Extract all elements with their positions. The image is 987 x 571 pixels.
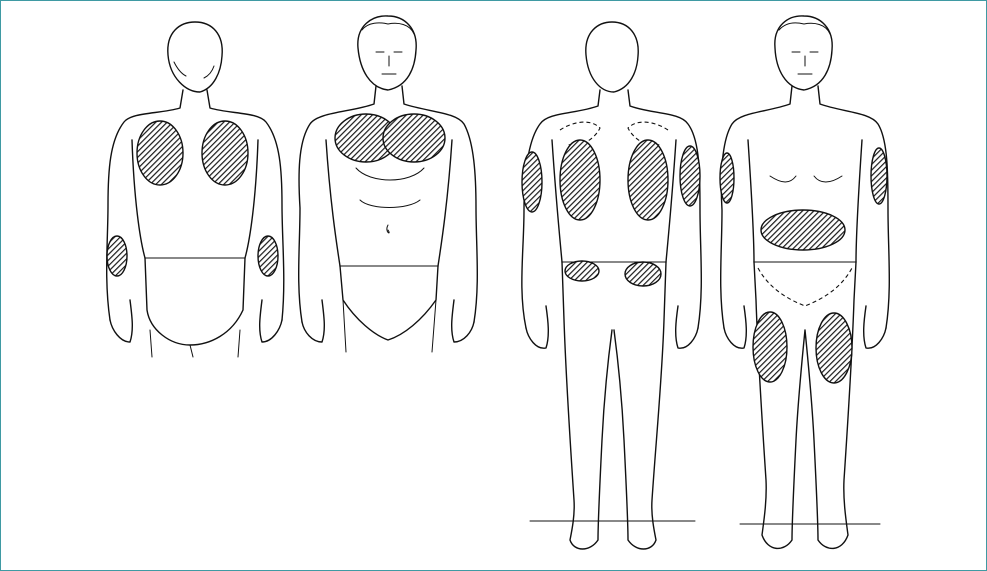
- zone-left-upper-back: [560, 140, 600, 220]
- zone-left-lower-back: [565, 261, 599, 281]
- figure-back-upper: [107, 22, 284, 357]
- zone-left-forearm: [107, 236, 127, 276]
- zone-left-thigh: [753, 312, 787, 382]
- zone-left-upper-arm-front: [720, 153, 734, 203]
- zone-right-thigh: [816, 313, 852, 383]
- zone-right-shoulder-blade: [202, 121, 248, 185]
- zone-left-shoulder-blade: [137, 121, 183, 185]
- zone-chest-right: [383, 114, 445, 162]
- figure-front-upper: [299, 16, 478, 352]
- zone-left-upper-arm: [522, 152, 542, 212]
- figure-back-full: [522, 22, 701, 549]
- zone-right-upper-back: [628, 140, 668, 220]
- figure-front-full: [720, 16, 889, 549]
- zone-right-lower-back: [625, 262, 661, 286]
- zone-right-forearm: [258, 236, 278, 276]
- zone-abdomen: [761, 210, 845, 250]
- zone-right-upper-arm-front: [871, 148, 887, 204]
- zone-right-upper-arm: [680, 146, 700, 206]
